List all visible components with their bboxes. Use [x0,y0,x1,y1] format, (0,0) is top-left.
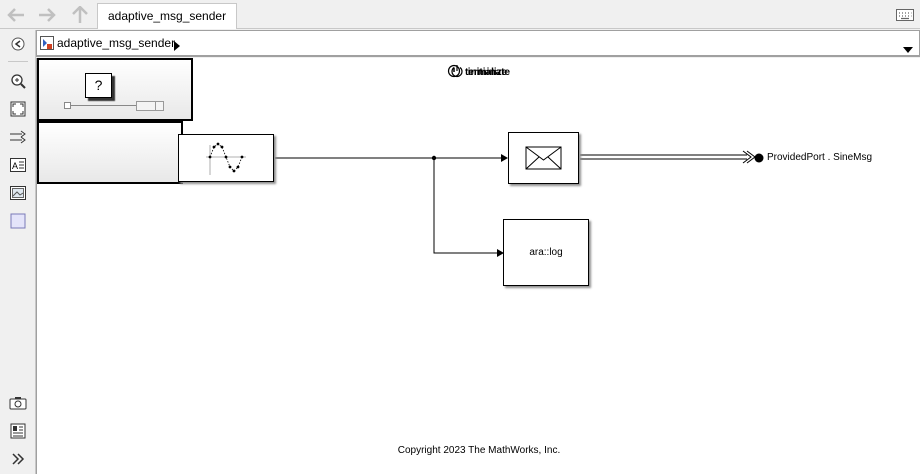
sine-wave-block[interactable] [178,134,274,182]
signal-lines [275,150,764,257]
chevron-right-icon[interactable] [174,38,180,56]
chevron-down-icon[interactable] [903,40,913,58]
ara-log-block[interactable]: ara::log [503,219,589,286]
initialize-label: initialize [467,67,508,78]
top-toolbar: adaptive_msg_sender [0,0,920,29]
terminate-label: terminate [464,67,510,78]
arrow-left-icon[interactable] [6,6,26,24]
envelope-icon [525,146,562,170]
svg-text:A: A [12,161,18,171]
terminate-icon [447,64,461,81]
provided-port-label[interactable]: ProvidedPort . SineMsg [767,152,873,163]
breadcrumb: adaptive_msg_sender [36,30,920,57]
route-lines-icon[interactable] [9,128,27,146]
area-icon[interactable] [9,212,27,230]
fit-to-view-icon[interactable] [9,100,27,118]
slider-track [65,105,135,106]
left-toolbar: A [0,30,36,474]
arrow-up-icon[interactable] [70,6,90,24]
image-icon[interactable] [9,184,27,202]
help-block[interactable]: ? [85,73,112,98]
model-icon [40,36,54,55]
chevron-double-right-icon[interactable] [9,450,27,468]
terminate-function-block[interactable]: terminate [37,64,510,184]
breadcrumb-model-name[interactable]: adaptive_msg_sender [57,36,176,50]
slider-start [64,102,71,109]
annotation-icon[interactable]: A [9,156,27,174]
arrow-right-icon[interactable] [37,6,57,24]
report-icon[interactable] [9,422,27,440]
slider-thumb[interactable] [136,101,156,111]
tab-model[interactable]: adaptive_msg_sender [97,3,238,29]
send-message-block[interactable] [508,132,579,184]
copyright-annotation: Copyright 2023 The MathWorks, Inc. [397,445,561,456]
model-canvas[interactable]: ? ara::log initialize [36,58,920,474]
zoom-in-icon[interactable] [9,72,27,90]
log-block-label: ara::log [529,247,563,258]
hide-browser-icon[interactable] [9,35,27,53]
sine-wave-icon [206,142,246,175]
keyboard-icon[interactable] [896,8,914,26]
camera-icon[interactable] [9,394,27,412]
